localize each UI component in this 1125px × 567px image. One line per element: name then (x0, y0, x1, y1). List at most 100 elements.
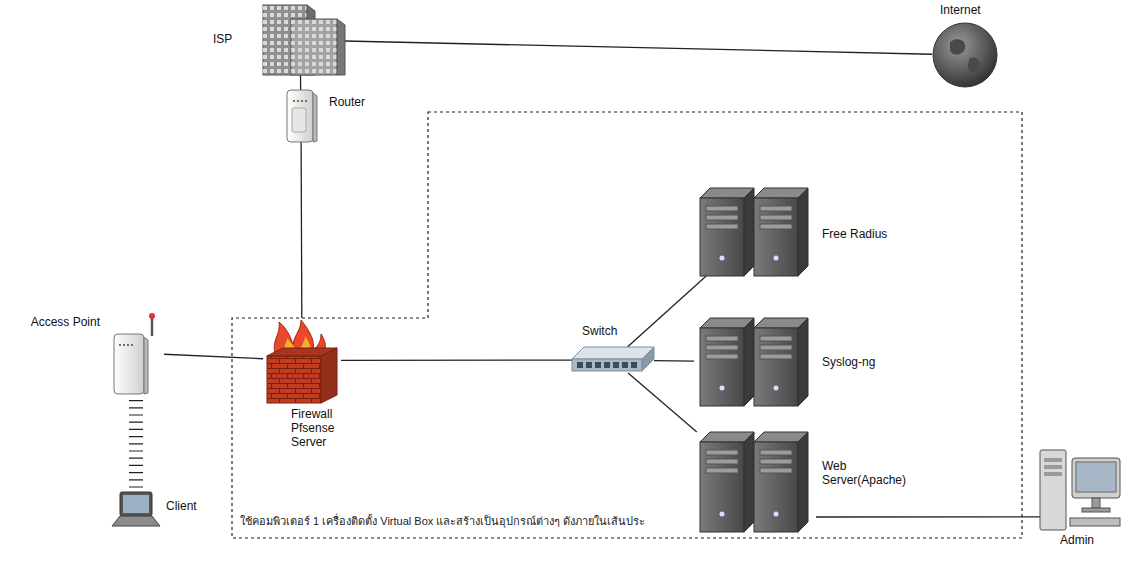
servers-icon (694, 318, 816, 406)
device-label: Access Point (31, 316, 100, 330)
power-led (774, 256, 779, 261)
network-device: Syslog-ng (694, 318, 816, 406)
device-label: Client (166, 500, 197, 514)
device-label: Firewall Pfsense Server (291, 408, 351, 449)
switch-port (613, 362, 619, 368)
building-icon (255, 5, 345, 75)
drive-bay (706, 468, 738, 473)
device-label: Switch (582, 325, 617, 339)
network-cable (164, 354, 263, 358)
device-label: Web Server(Apache) (822, 460, 917, 488)
switch-port (586, 362, 592, 368)
status-light (293, 100, 295, 102)
router-panel (292, 108, 306, 132)
device-label: Internet (940, 4, 981, 18)
server-front (754, 442, 798, 532)
servers-icon (694, 188, 816, 276)
drive-bay (1044, 472, 1062, 476)
globe (933, 23, 997, 87)
virtual-box-region: ใช้คอมพิวเตอร์ 1 เครื่องติดตั้ง Virtual … (232, 112, 1022, 538)
admin-icon (1040, 442, 1120, 530)
server-side (744, 318, 754, 406)
brick-wall-side (321, 348, 337, 403)
drive-bay (760, 206, 792, 211)
server-front (700, 328, 744, 406)
laptop-screen (123, 495, 149, 513)
ap-side (144, 337, 148, 394)
status-light (305, 100, 307, 102)
network-cable (627, 276, 706, 347)
server-side (798, 318, 808, 406)
status-light (301, 100, 303, 102)
drive-bay (1044, 465, 1062, 469)
caption-note: ใช้คอมพิวเตอร์ 1 เครื่องติดตั้ง Virtual … (240, 515, 645, 528)
switch-port (595, 362, 601, 368)
drive-bay (760, 354, 792, 359)
router-icon (285, 90, 317, 142)
power-led (774, 512, 779, 517)
switch-icon (572, 347, 654, 373)
network-device: Firewall Pfsense Server (263, 318, 341, 403)
drive-bay (1044, 458, 1062, 462)
server-side (744, 188, 754, 276)
laptop-base (112, 516, 160, 526)
device-label: ISP (213, 33, 232, 47)
wireless-link (129, 400, 143, 488)
network-cable (628, 373, 697, 432)
drive-bay (706, 345, 738, 350)
ap-icon (108, 312, 164, 394)
status-light (123, 344, 125, 346)
pc-tower (1040, 450, 1066, 530)
network-cable (816, 516, 1040, 518)
server-side (744, 432, 754, 532)
status-light (119, 344, 121, 346)
switch-front (572, 359, 642, 371)
switch-port (604, 362, 610, 368)
drive-bay (706, 450, 738, 455)
drive-bay (760, 450, 792, 455)
power-led (720, 512, 725, 517)
ap-body (114, 334, 144, 394)
network-device: Access Point (108, 312, 164, 394)
front-windows (291, 19, 337, 75)
keyboard (1070, 518, 1120, 526)
network-device: Internet (932, 22, 998, 88)
network-device: Router (285, 90, 317, 142)
network-device: Admin (1040, 442, 1120, 530)
drive-bay (760, 336, 792, 341)
power-led (720, 256, 725, 261)
drive-bay (706, 459, 738, 464)
network-device: Client (112, 492, 160, 530)
network-cable (341, 359, 572, 361)
monitor (1072, 458, 1120, 498)
land-mass (950, 39, 980, 72)
server-side (798, 188, 808, 276)
switch-port (577, 362, 583, 368)
firewall-icon (263, 318, 341, 403)
server-side (798, 432, 808, 532)
drive-bay (760, 215, 792, 220)
status-light (131, 344, 133, 346)
device-label: Admin (1060, 534, 1094, 548)
laptop-lid (120, 492, 152, 516)
drive-bay (760, 345, 792, 350)
network-cable (654, 360, 694, 362)
power-led (720, 386, 725, 391)
server-front (700, 442, 744, 532)
brick-wall (267, 356, 321, 403)
laptop-icon (112, 492, 160, 530)
device-label: Router (329, 96, 365, 110)
drive-bay (760, 468, 792, 473)
servers-icon (694, 432, 816, 532)
switch-port (622, 362, 628, 368)
drive-bay (706, 354, 738, 359)
server-front (700, 198, 744, 276)
drive-bay (706, 206, 738, 211)
front-block (291, 19, 337, 75)
switch-top (572, 347, 654, 359)
drive-bay (706, 224, 738, 229)
drive-bay (760, 224, 792, 229)
drive-bay (706, 215, 738, 220)
network-device: ISP (255, 5, 345, 75)
